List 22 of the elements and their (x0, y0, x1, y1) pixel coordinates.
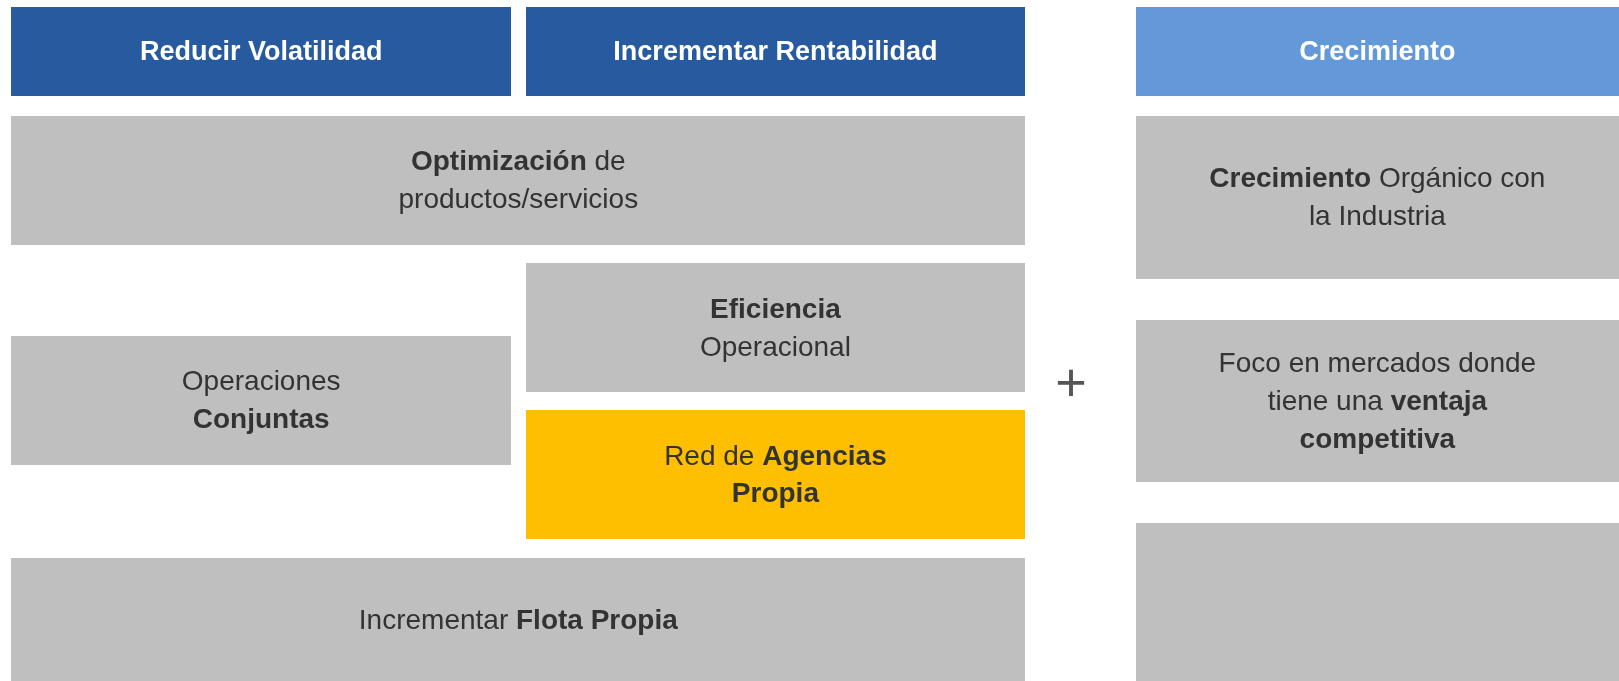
panel-text: Operaciones Conjuntas (180, 364, 342, 437)
panel-text: Incrementar Flota Propia (358, 602, 678, 637)
panel-text: Eficiencia Operacional (698, 292, 852, 364)
panel-text: Crecimiento Orgánico con la Industria (1208, 161, 1547, 234)
panel-text: Red de Agencias Propia (663, 438, 888, 511)
panel-text: Optimización de productos/servicios (397, 144, 640, 217)
plus-sign: + (1055, 351, 1087, 414)
text-panel (1135, 320, 1619, 483)
header-title: Crecimiento (1299, 35, 1456, 69)
text-panel (11, 557, 1026, 681)
panel-text: Foco en mercados donde tiene una ventaja competitiva (1217, 346, 1538, 456)
text-panel (1135, 115, 1619, 279)
header-bar (525, 7, 1026, 96)
text-panel (11, 335, 512, 465)
text-panel (1135, 523, 1619, 681)
text-panel (525, 263, 1026, 393)
header-bar (11, 7, 512, 96)
header-bar (1135, 7, 1619, 96)
header-title: Reducir Volatilidad (139, 35, 383, 69)
header-title: Incrementar Rentabilidad (613, 35, 938, 69)
text-panel (11, 115, 1026, 245)
text-panel (525, 409, 1026, 539)
